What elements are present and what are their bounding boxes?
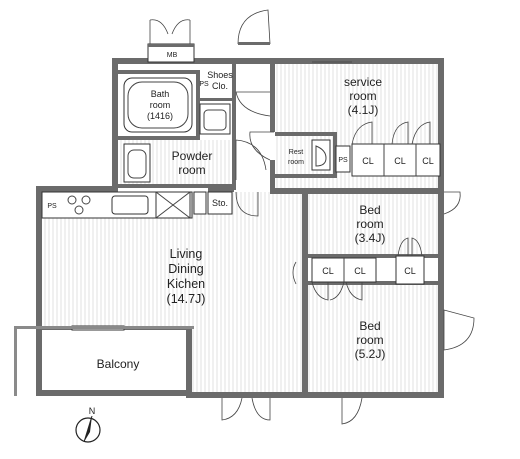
svg-text:(5.2J): (5.2J) <box>355 347 386 361</box>
svg-text:CL: CL <box>322 266 334 276</box>
svg-text:(3.4J): (3.4J) <box>355 231 386 245</box>
svg-text:Bath: Bath <box>151 89 170 99</box>
north-arrow-icon: N <box>75 406 101 443</box>
balcony: Balcony <box>14 326 194 396</box>
svg-text:Bed: Bed <box>359 203 380 217</box>
svg-text:Kichen: Kichen <box>167 277 205 291</box>
svg-text:CL: CL <box>394 156 406 166</box>
svg-text:Powder: Powder <box>172 149 213 163</box>
svg-text:Living: Living <box>170 247 203 261</box>
svg-text:CL: CL <box>404 266 416 276</box>
svg-text:room: room <box>356 333 383 347</box>
bed-room-2: Bed room (5.2J) <box>355 309 475 361</box>
svg-text:Dining: Dining <box>168 262 203 276</box>
svg-text:CL: CL <box>354 266 366 276</box>
bed-room-1: Bed room (3.4J) CL <box>355 191 461 285</box>
floor-areas <box>42 62 440 392</box>
svg-text:Clo.: Clo. <box>212 81 228 91</box>
rest-room: Rest room <box>288 139 331 171</box>
svg-text:(4.1J): (4.1J) <box>348 103 379 117</box>
svg-text:PS: PS <box>338 157 348 164</box>
svg-text:Balcony: Balcony <box>97 357 140 371</box>
svg-text:CL: CL <box>362 156 374 166</box>
svg-text:Rest: Rest <box>289 149 303 156</box>
bottom-doors <box>221 397 363 425</box>
shoes-closet: Shoes Clo. <box>207 70 271 117</box>
svg-text:CL: CL <box>422 156 434 166</box>
svg-text:PS: PS <box>47 203 57 210</box>
svg-text:Sto.: Sto. <box>212 198 228 208</box>
svg-text:room: room <box>150 100 171 110</box>
meter-box: MB <box>147 43 195 63</box>
svg-text:Shoes: Shoes <box>207 70 233 80</box>
svg-text:room: room <box>349 89 376 103</box>
bedroom-closets: CL CL <box>292 257 377 301</box>
service-room: service room (4.1J) CL CL CL PS <box>249 61 441 177</box>
svg-text:Bed: Bed <box>359 319 380 333</box>
svg-text:MB: MB <box>167 52 178 59</box>
powder-room: Powder room <box>123 103 267 183</box>
top-doors <box>149 9 271 45</box>
svg-text:room: room <box>178 163 205 177</box>
svg-text:N: N <box>89 406 96 416</box>
svg-text:service: service <box>344 75 382 89</box>
bath-room: Bath room (1416) PS <box>123 77 209 133</box>
svg-text:(14.7J): (14.7J) <box>167 292 206 306</box>
svg-text:room: room <box>356 217 383 231</box>
svg-text:PS: PS <box>199 81 209 88</box>
kitchen-counter: PS Sto. <box>41 191 259 219</box>
svg-text:(1416): (1416) <box>147 111 173 121</box>
svg-text:room: room <box>288 159 304 166</box>
